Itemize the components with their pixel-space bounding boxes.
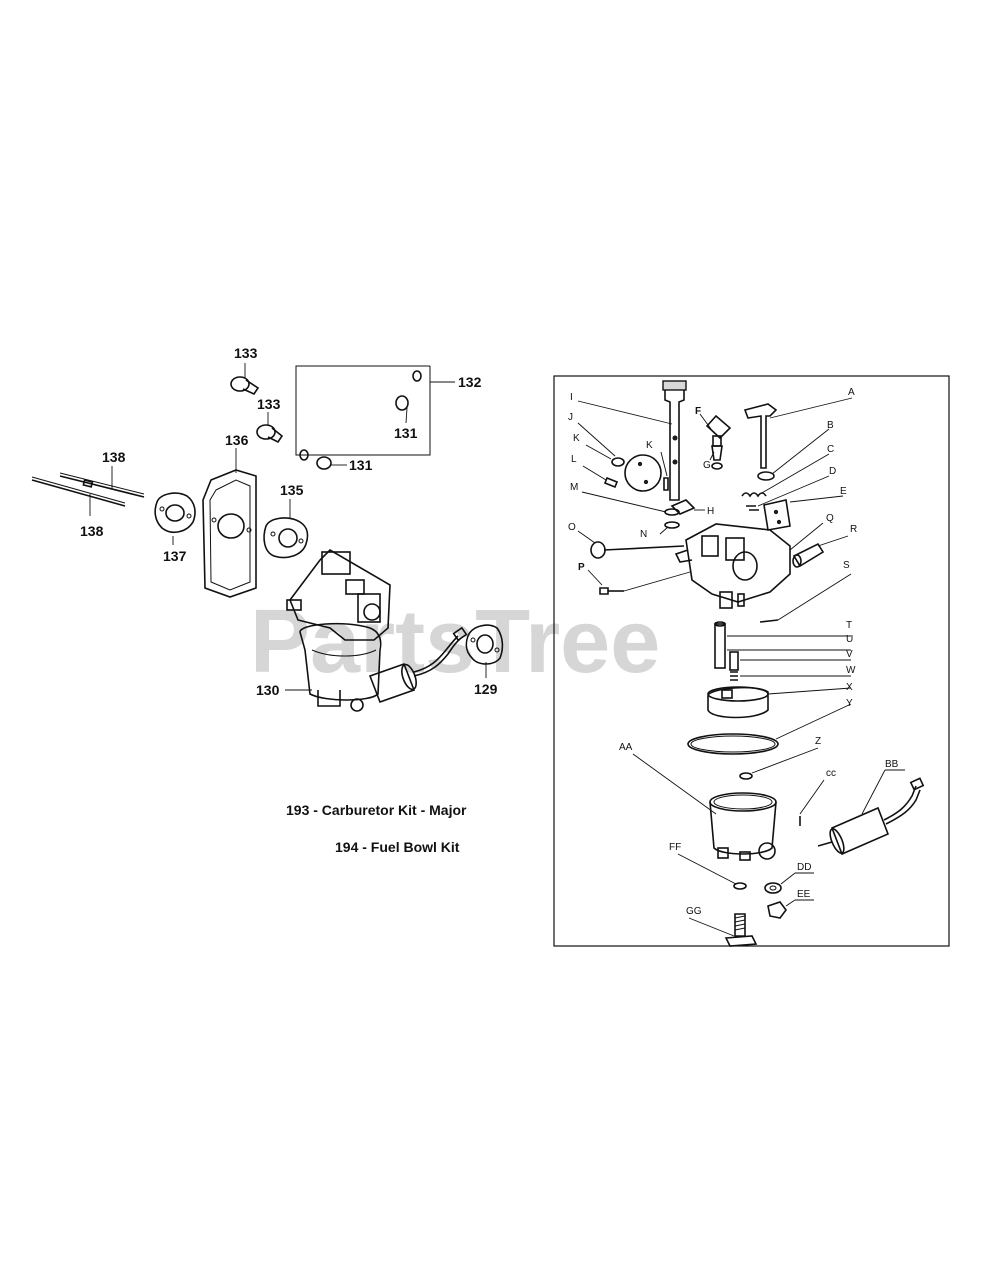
label-FF: FF [669,842,681,853]
label-A: A [848,387,855,398]
label-N: N [640,529,647,540]
part-I-shaft[interactable] [577,380,687,501]
part-F-needle[interactable] [699,413,732,470]
label-130: 130 [256,682,280,698]
label-D: D [829,466,836,477]
part-S-pin[interactable] [759,573,852,623]
part-K-disc[interactable] [585,444,662,492]
label-BB: BB [885,759,899,770]
label-X: X [846,682,853,693]
label-F: F [695,406,701,417]
part-H-lever[interactable] [670,499,705,515]
part-J-screw[interactable] [577,422,625,467]
label-133-a: 133 [234,345,258,361]
part-X-float[interactable] [707,686,852,719]
part-FF-washer[interactable] [677,853,747,890]
part-R-jet[interactable] [792,535,849,568]
label-K-b: K [646,440,653,451]
part-EE-bolt[interactable] [767,899,814,919]
part-K2-pin[interactable] [660,451,669,491]
part-C-spring[interactable] [741,453,830,498]
gasket-129[interactable] [465,624,504,678]
label-135: 135 [280,482,304,498]
part-Z-washer[interactable] [739,747,819,780]
label-136: 136 [225,432,249,448]
part-Q-spring[interactable] [789,522,824,551]
part-B-ring[interactable] [757,428,830,481]
gasket-135[interactable] [263,499,309,559]
label-133-b: 133 [257,396,281,412]
label-T: T [846,620,852,631]
gasket-137[interactable] [154,492,196,545]
part-A-shaft[interactable] [743,397,853,469]
label-S: S [843,560,850,571]
label-G: G [703,460,711,471]
part-M-spring[interactable] [581,491,680,516]
label-U: U [846,634,853,645]
part-W-spring[interactable] [730,671,851,681]
part-D-screw[interactable] [746,475,830,511]
watermark: PartsTree [250,592,660,692]
label-K-a: K [573,433,580,444]
label-GG: GG [686,906,702,917]
label-H: H [707,506,714,517]
part-DD-washer[interactable] [764,872,814,894]
part-N-washer[interactable] [659,521,680,535]
part-GG-screw[interactable] [688,913,758,947]
label-131-a: 131 [394,425,418,441]
label-Z: Z [815,736,821,747]
label-129: 129 [474,681,498,697]
part-L-screw[interactable] [582,465,619,489]
label-J: J [568,412,573,423]
part-BB-solenoid[interactable] [817,769,925,856]
label-I: I [570,392,573,403]
studs-138[interactable] [31,466,145,516]
part-carb-body[interactable] [674,523,791,609]
label-138-a: 138 [102,449,126,465]
part-Y-gasket[interactable] [687,703,852,755]
part-G-oring[interactable] [709,451,715,461]
label-L: L [571,454,577,465]
gasket-136[interactable] [202,448,257,598]
label-CC: cc [826,768,836,779]
label-AA: AA [619,742,633,753]
kit-194-label: 194 - Fuel Bowl Kit [335,839,460,855]
label-R: R [850,524,857,535]
label-Y: Y [846,698,853,709]
part-E-plate[interactable] [763,495,844,531]
label-137: 137 [163,548,187,564]
label-M: M [570,482,578,493]
part-T-tube[interactable] [714,621,851,669]
label-O: O [568,522,576,533]
label-Q: Q [826,513,834,524]
label-E: E [840,486,847,497]
part-V-jet[interactable] [729,651,851,671]
label-W: W [846,665,856,676]
label-131-b: 131 [349,457,373,473]
part-O-screw[interactable] [577,530,685,559]
label-V: V [846,649,853,660]
label-P: P [578,562,585,573]
carburetor-assembly-130[interactable] [285,548,468,712]
label-DD: DD [797,862,811,873]
part-AA-bowl[interactable] [632,753,777,861]
label-138-b: 138 [80,523,104,539]
clamp-133-upper[interactable] [230,363,260,396]
clamp-133-lower[interactable] [256,412,284,444]
part-P-screw[interactable] [587,569,691,595]
exploded-view-frame [553,375,950,947]
label-C: C [827,444,834,455]
label-132: 132 [458,374,482,390]
label-B: B [827,420,834,431]
kit-193-label: 193 - Carburetor Kit - Major [286,802,467,818]
label-EE: EE [797,889,811,900]
fuel-line-group[interactable] [295,365,455,470]
part-CC-pin[interactable] [799,779,825,826]
